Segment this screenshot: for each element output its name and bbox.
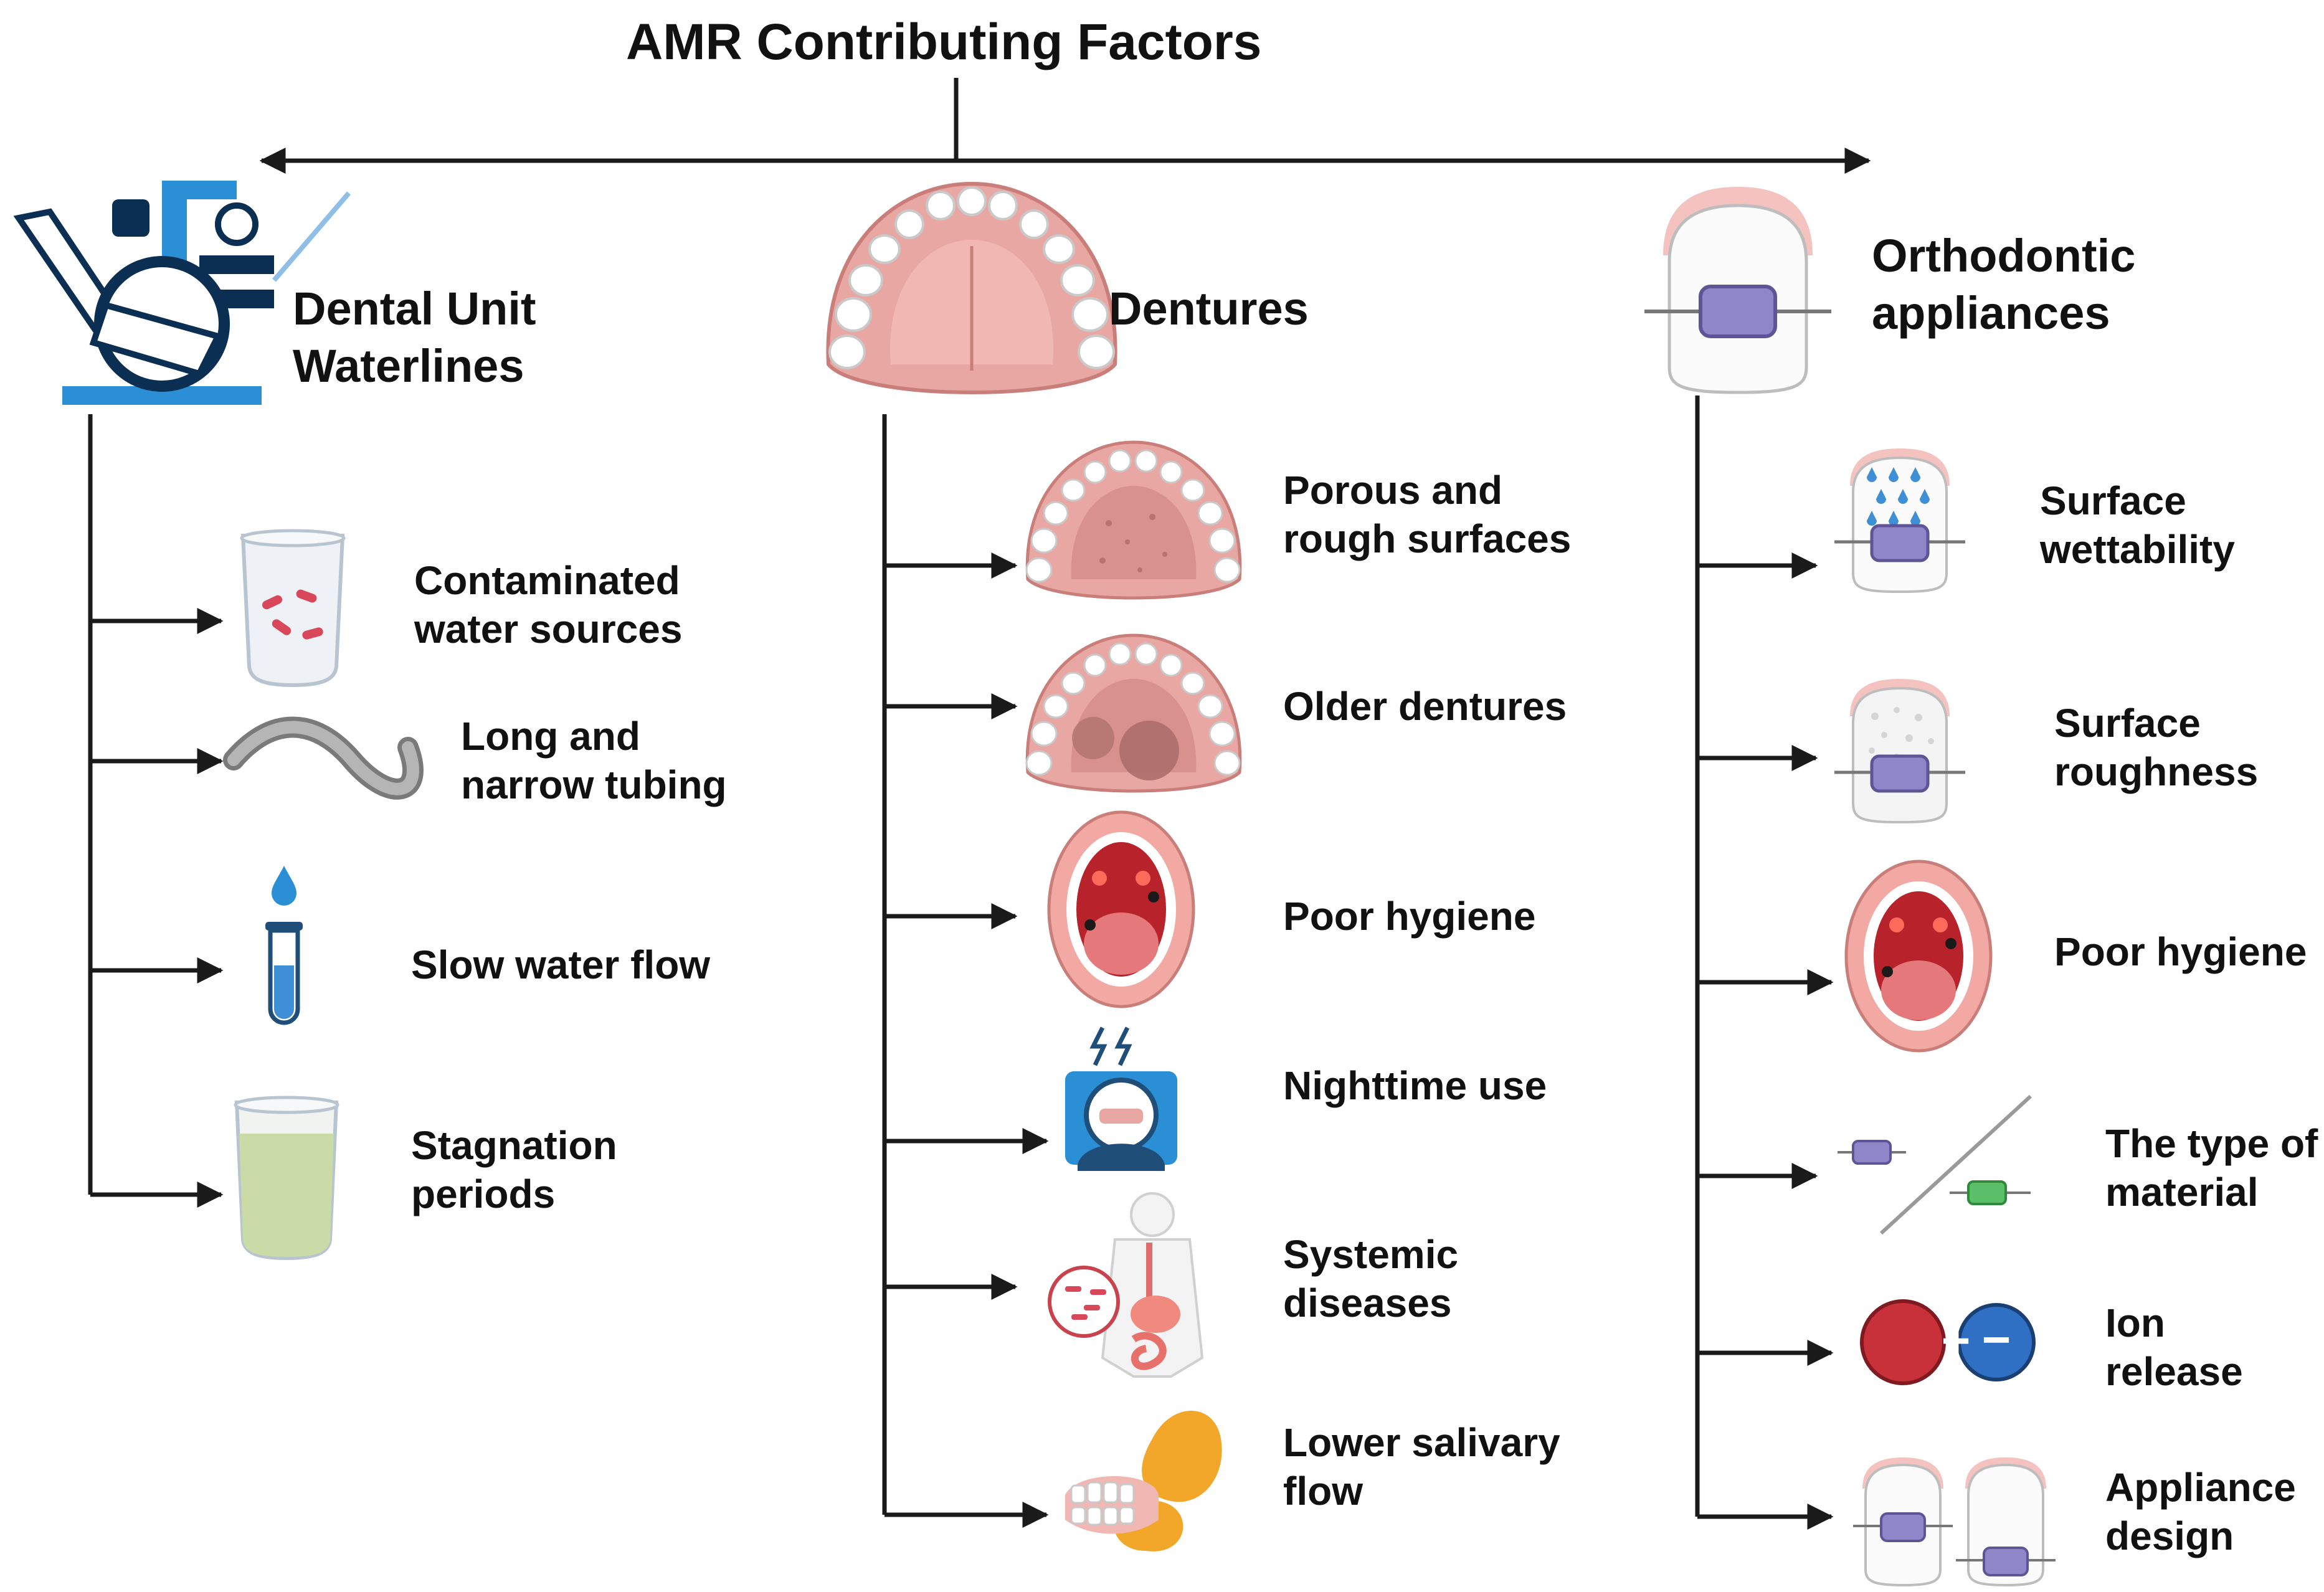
old-denture-icon — [1025, 633, 1242, 793]
test-tube-drop-icon — [265, 866, 303, 1025]
factor-label: Systemic diseases — [1283, 1232, 1459, 1325]
factor-label: Older dentures — [1283, 684, 1567, 729]
braced-tooth-icon — [1644, 187, 1831, 394]
factor-label: Poor hygiene — [2054, 929, 2307, 974]
diagram-title: AMR Contributing Factors — [626, 14, 1262, 70]
dental-chair-icon — [13, 181, 351, 405]
factor-label: Surface roughness — [2054, 701, 2259, 794]
salivary-gland-icon — [1065, 1411, 1222, 1552]
open-mouth-icon — [1844, 860, 1993, 1053]
factor-label: Surface wettability — [2040, 478, 2235, 572]
factor-label: Long and narrow tubing — [461, 714, 727, 807]
open-mouth-icon — [1047, 810, 1195, 1008]
upper-denture-icon — [826, 181, 1117, 394]
beaker-bacteria-icon — [240, 529, 346, 688]
factor-label: Stagnation periods — [411, 1123, 617, 1216]
factor-label: Nighttime use — [1283, 1063, 1547, 1108]
category-heading-dentures: Dentures — [1109, 283, 1309, 334]
factor-label: Lower salivary flow — [1283, 1420, 1560, 1514]
body-organs-icon — [1048, 1192, 1204, 1378]
factor-label: Poor hygiene — [1283, 894, 1536, 939]
wet-tooth-icon — [1834, 448, 1965, 594]
rough-tooth-icon — [1834, 679, 1965, 824]
ions-icon — [1860, 1299, 2036, 1385]
category-heading-orthodontic-appliances: Orthodontic appliances — [1872, 230, 2136, 339]
factor-label: Ion release — [2105, 1301, 2243, 1394]
plus-ion-icon — [1860, 1299, 1946, 1385]
minus-ion-icon — [1957, 1303, 2036, 1381]
bracket-materials-icon — [1838, 1094, 2032, 1235]
porous-denture-icon — [1025, 440, 1242, 600]
factor-label: The type of material — [2105, 1121, 2318, 1215]
sleeping-person-icon — [1065, 1026, 1177, 1171]
factor-label: Slow water flow — [411, 942, 711, 987]
plus-sign: + — [1942, 1313, 1971, 1368]
tubing-icon — [223, 716, 424, 800]
category-heading-dental-unit-waterlines: Dental Unit Waterlines — [293, 283, 536, 392]
factor-label: Appliance design — [2105, 1465, 2296, 1558]
stagnant-beaker-icon — [234, 1096, 339, 1261]
factor-label: Contaminated water sources — [414, 558, 683, 651]
factor-label: Porous and rough surfaces — [1283, 468, 1572, 561]
minus-sign: − — [1982, 1312, 2011, 1367]
two-braced-teeth-icon — [1853, 1457, 2056, 1587]
